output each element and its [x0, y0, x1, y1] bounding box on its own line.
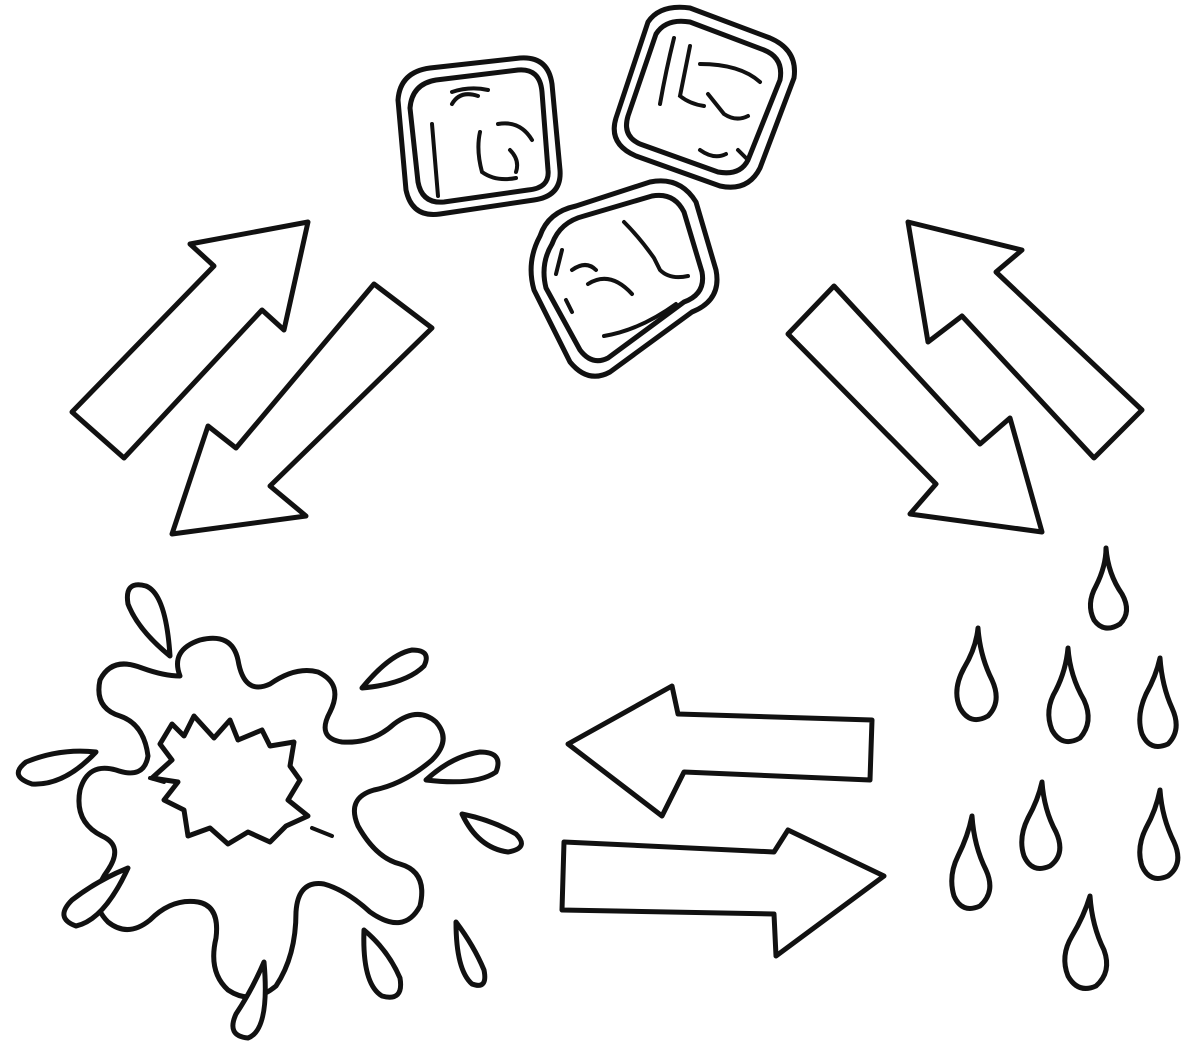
arrow-up-left-pair — [69, 219, 435, 537]
arrow-splash-to-droplets — [559, 827, 887, 959]
ice-cube-bottom — [528, 178, 720, 379]
splash-drop — [453, 919, 488, 988]
arrow-ice-to-droplets — [785, 283, 1045, 535]
droplet — [1088, 545, 1129, 631]
droplet — [1062, 893, 1110, 991]
droplet — [1019, 779, 1063, 871]
water-splash — [15, 582, 524, 1041]
splash-drop — [124, 582, 173, 659]
ice-cube-left — [395, 55, 563, 217]
splash-drop — [459, 811, 524, 855]
splash-drop — [361, 927, 404, 1000]
arrow-splash-to-ice — [69, 219, 311, 461]
arrow-horizontal-pair — [559, 683, 887, 959]
arrow-droplets-to-ice — [905, 219, 1145, 461]
splash-drop — [423, 749, 501, 785]
splash-drop — [359, 647, 429, 691]
droplet — [954, 625, 999, 723]
splash-drop — [15, 748, 99, 787]
splash-body — [76, 635, 446, 1000]
droplet — [1137, 655, 1179, 749]
splash-drop — [230, 959, 268, 1041]
arrow-ice-to-splash — [169, 281, 435, 537]
arrow-right-pair — [785, 219, 1145, 535]
arrow-droplets-to-splash — [565, 683, 875, 819]
droplet — [1137, 787, 1181, 881]
water-droplets — [949, 545, 1181, 991]
droplet — [949, 813, 993, 911]
ice-cubes — [395, 4, 797, 379]
ice-cube-right — [611, 4, 797, 190]
droplet — [1046, 645, 1091, 745]
splash-center — [149, 713, 311, 847]
splash-drop — [61, 865, 131, 929]
